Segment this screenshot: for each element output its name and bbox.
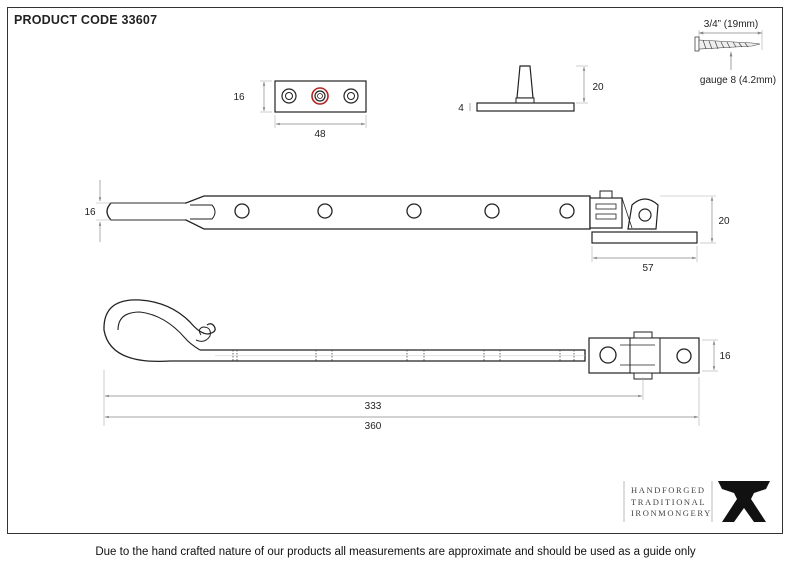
stay-arm-side-view: 16 333 360	[103, 299, 731, 432]
brand-line-1: HANDFORGED	[631, 485, 706, 495]
screw-length-label: 3/4” (19mm)	[704, 19, 758, 30]
brand-line-3: IRONMONGERY	[631, 508, 712, 518]
keep-plate: 16 48	[233, 80, 367, 140]
pin-height-label: 20	[592, 82, 604, 93]
overall-length-label: 360	[365, 421, 382, 432]
hook-height-label: 16	[719, 351, 731, 362]
screw-gauge-label: gauge 8 (4.2mm)	[700, 75, 776, 86]
drawing-frame	[7, 7, 783, 534]
brand-mark	[623, 481, 770, 522]
bracket-height-label: 20	[718, 216, 730, 227]
pin-side-view: 20 4	[458, 65, 604, 114]
product-code: PRODUCT CODE 33607	[14, 13, 158, 27]
stay-arm-top-view: 16 20 57	[84, 180, 730, 274]
arm-length-label: 333	[365, 401, 382, 412]
screw-icon	[694, 36, 761, 52]
pin-base-label: 4	[458, 103, 464, 114]
footer-note: Due to the hand crafted nature of our pr…	[95, 546, 696, 558]
brand-line-2: TRADITIONAL	[631, 496, 707, 507]
plate-height-label: 16	[233, 92, 245, 103]
arm-height-label: 16	[84, 207, 96, 218]
bracket-width-label: 57	[642, 263, 654, 274]
plate-width-label: 48	[314, 129, 326, 140]
brand-text: HANDFORGED TRADITIONAL IRONMONGERY	[631, 485, 712, 520]
anvil-icon	[718, 481, 770, 522]
screw-detail: 3/4” (19mm) gauge 8 (4.2mm)	[694, 19, 776, 86]
